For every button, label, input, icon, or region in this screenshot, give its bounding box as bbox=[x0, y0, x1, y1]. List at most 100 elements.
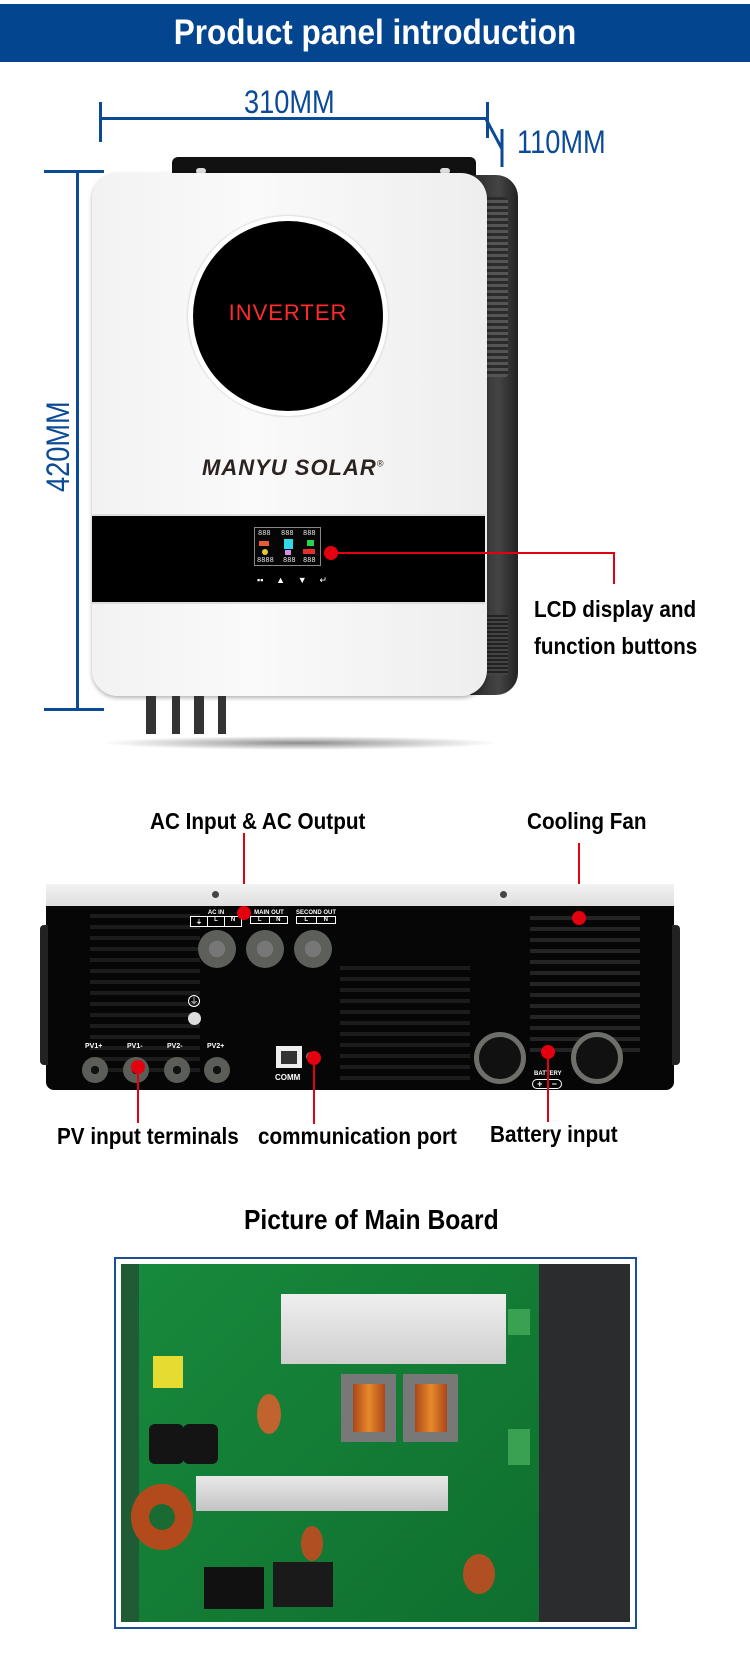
battery-gland-positive bbox=[474, 1032, 526, 1084]
cooling-fan-grille bbox=[530, 912, 640, 1052]
height-dimension-text: 420MM bbox=[40, 401, 76, 492]
transformer bbox=[341, 1374, 396, 1442]
height-dimension-line bbox=[76, 170, 79, 711]
comm-callout-label: communication port bbox=[258, 1123, 457, 1149]
lcd-battery-icon bbox=[285, 550, 291, 555]
circle-display-text: INVERTER bbox=[228, 300, 348, 325]
rear-side-bumper bbox=[672, 925, 680, 1065]
lcd-warning-icon bbox=[303, 549, 315, 554]
lcd-load-icon bbox=[307, 540, 314, 546]
terminal-pin-row: L N bbox=[296, 916, 336, 924]
heatsink-bottom bbox=[196, 1476, 448, 1511]
rj45-slot bbox=[281, 1051, 297, 1064]
pv-terminals: PV1+ PV1- PV2- PV2+ bbox=[80, 1043, 240, 1088]
battery-gland-negative bbox=[571, 1032, 623, 1084]
rear-panel-top-strip bbox=[46, 884, 674, 906]
ac-callout-label: AC Input & AC Output bbox=[150, 808, 366, 834]
terminal-group-label: SECOND OUT bbox=[296, 910, 337, 916]
lcd-readout: 888 bbox=[281, 529, 294, 537]
transformer-coil bbox=[415, 1384, 447, 1432]
width-dimension-label: 310MM bbox=[244, 84, 335, 120]
fan-callout-label: Cooling Fan bbox=[527, 808, 647, 834]
terminal-pin: L bbox=[297, 917, 317, 923]
table-surface bbox=[539, 1264, 630, 1622]
comm-callout-line bbox=[313, 1058, 315, 1124]
terminal-pin: L bbox=[208, 917, 225, 926]
bracket-hole bbox=[196, 168, 206, 174]
depth-dimension-label: 110MM bbox=[517, 124, 606, 160]
page-title: Product panel introduction bbox=[173, 13, 577, 52]
lcd-callout-label-line2: function buttons bbox=[534, 633, 698, 659]
side-vent-grille bbox=[484, 197, 508, 377]
small-transformer bbox=[153, 1356, 183, 1388]
cable-gland-main-out bbox=[246, 930, 284, 968]
terminal-group-label: AC IN bbox=[207, 910, 225, 916]
mainboard-title: Picture of Main Board bbox=[244, 1204, 499, 1235]
height-dimension-tick-bottom bbox=[44, 708, 104, 711]
terminal-pin: L bbox=[251, 917, 270, 923]
terminal-group-main-out: MAIN OUT L N bbox=[250, 910, 288, 924]
heatsink-top bbox=[281, 1294, 506, 1364]
product-shadow bbox=[100, 736, 500, 750]
rear-side-bumper bbox=[40, 925, 48, 1065]
height-dimension-tick-top bbox=[44, 170, 104, 173]
pv-label: PV1+ bbox=[85, 1043, 103, 1050]
terminal-pin: N bbox=[323, 917, 328, 923]
terminal-pin: ⏚ bbox=[191, 917, 208, 926]
brand-logo: MANYU SOLAR® bbox=[202, 455, 384, 481]
mc4-connector bbox=[194, 696, 204, 734]
lcd-pv-icon bbox=[259, 541, 269, 546]
brand-name: MANYU SOLAR bbox=[202, 455, 377, 480]
battery-callout-line bbox=[547, 1052, 549, 1122]
toroid-inductor bbox=[257, 1394, 281, 1434]
lcd-readout: 888 bbox=[303, 529, 316, 537]
cable-gland-ac-in bbox=[198, 930, 236, 968]
pv-callout-label: PV input terminals bbox=[57, 1123, 239, 1149]
transformer-coil bbox=[353, 1384, 385, 1432]
mainboard-photo bbox=[121, 1264, 630, 1622]
rj45-port-icon bbox=[276, 1046, 302, 1068]
mc4-connectors bbox=[146, 696, 238, 736]
mc4-connector bbox=[172, 696, 180, 734]
terminal-group-ac-in: AC IN ⏚ L N bbox=[190, 910, 242, 927]
mc4-connector bbox=[218, 696, 226, 734]
down-icon[interactable]: ▼ bbox=[297, 575, 307, 585]
width-dimension-line bbox=[99, 117, 489, 120]
ground-terminal bbox=[188, 1012, 201, 1025]
pv-label: PV1- bbox=[127, 1043, 143, 1050]
filter-inductor bbox=[463, 1554, 495, 1594]
battery-negative-pin: − bbox=[551, 1079, 557, 1089]
function-buttons: ▪▪ ▲ ▼ ↵ bbox=[257, 575, 327, 587]
ac-callout-line bbox=[243, 833, 245, 913]
height-dimension-label: 420MM bbox=[40, 401, 80, 500]
terminal-pin-row: ⏚ L N bbox=[190, 916, 242, 927]
pv-connector bbox=[164, 1057, 190, 1083]
enter-icon[interactable]: ↵ bbox=[319, 575, 327, 585]
battery-callout-label: Battery input bbox=[490, 1121, 618, 1147]
electrolytic-capacitor bbox=[149, 1424, 184, 1464]
bracket-hole bbox=[440, 168, 450, 174]
width-dimension-tick-left bbox=[99, 102, 102, 142]
lcd-callout-line bbox=[331, 552, 615, 554]
menu-icon[interactable]: ▪▪ bbox=[257, 575, 264, 585]
terminal-group-second-out: SECOND OUT L N bbox=[296, 910, 336, 924]
pv-connector bbox=[82, 1057, 108, 1083]
cable-gland-second-out bbox=[294, 930, 332, 968]
ground-symbol-icon: ⏚ bbox=[188, 995, 200, 1007]
terminal-block bbox=[508, 1429, 530, 1465]
relay-block bbox=[273, 1562, 333, 1607]
electrolytic-capacitor bbox=[183, 1424, 218, 1464]
pv-label: PV2+ bbox=[207, 1043, 225, 1050]
toroid-inductor bbox=[131, 1484, 193, 1550]
lcd-screen: 888 888 888 8888 888 888 bbox=[254, 527, 321, 566]
battery-positive-pin: + bbox=[533, 1080, 548, 1089]
comm-label: COMM bbox=[275, 1073, 301, 1082]
lcd-grid-icon bbox=[262, 549, 268, 555]
rear-screw bbox=[500, 891, 507, 898]
ac-callout-dot bbox=[237, 906, 251, 920]
terminal-group-label: MAIN OUT bbox=[254, 910, 284, 916]
lcd-inverter-icon bbox=[284, 539, 293, 549]
up-icon[interactable]: ▲ bbox=[276, 575, 286, 585]
circle-display bbox=[188, 216, 388, 416]
terminal-pin-row: L N bbox=[250, 916, 288, 924]
